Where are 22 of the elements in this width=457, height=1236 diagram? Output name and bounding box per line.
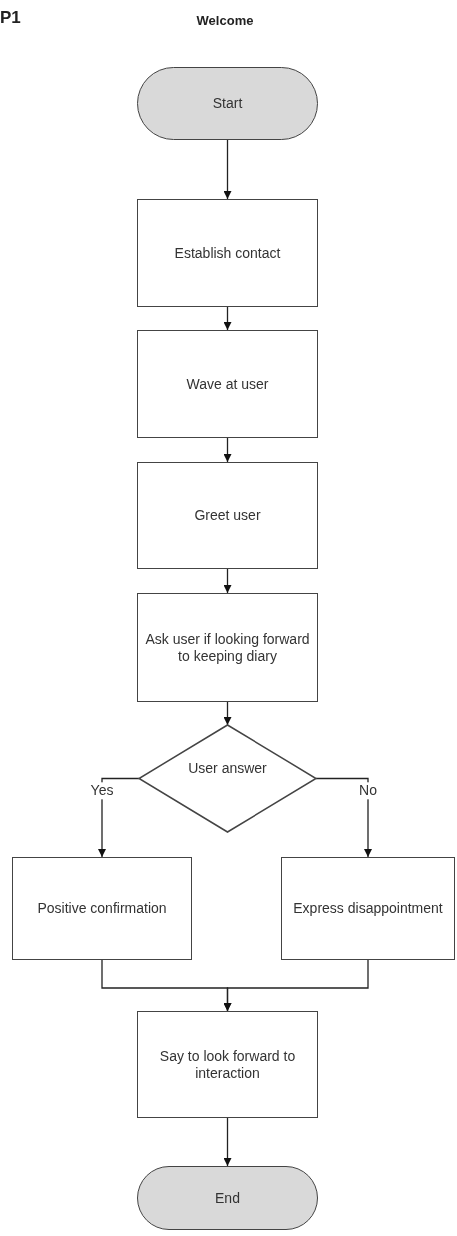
process-box: Positive confirmation	[12, 857, 192, 960]
process-box: Express disappointment	[281, 857, 455, 960]
page-code: P1	[0, 8, 21, 28]
arrow	[315, 777, 372, 858]
arrow	[223, 306, 232, 331]
arrow	[223, 139, 232, 200]
terminal-shape: End	[137, 1166, 318, 1230]
arrow	[223, 1117, 232, 1167]
arrow	[223, 701, 232, 726]
terminal-shape: Start	[137, 67, 318, 140]
diagram-title: Welcome	[195, 13, 255, 28]
process-box: Ask user if looking forward to keeping diary	[137, 593, 318, 702]
process-box: Greet user	[137, 462, 318, 569]
process-box: Say to look forward to interaction	[137, 1011, 318, 1118]
arrow	[223, 437, 232, 463]
edge-label: No	[358, 781, 378, 800]
process-box: Wave at user	[137, 330, 318, 438]
arrow	[223, 568, 232, 594]
edge-label: Yes	[89, 781, 115, 800]
decision-diamond: User answer	[139, 725, 316, 832]
arrow	[223, 959, 369, 1012]
process-box: Establish contact	[137, 199, 318, 307]
